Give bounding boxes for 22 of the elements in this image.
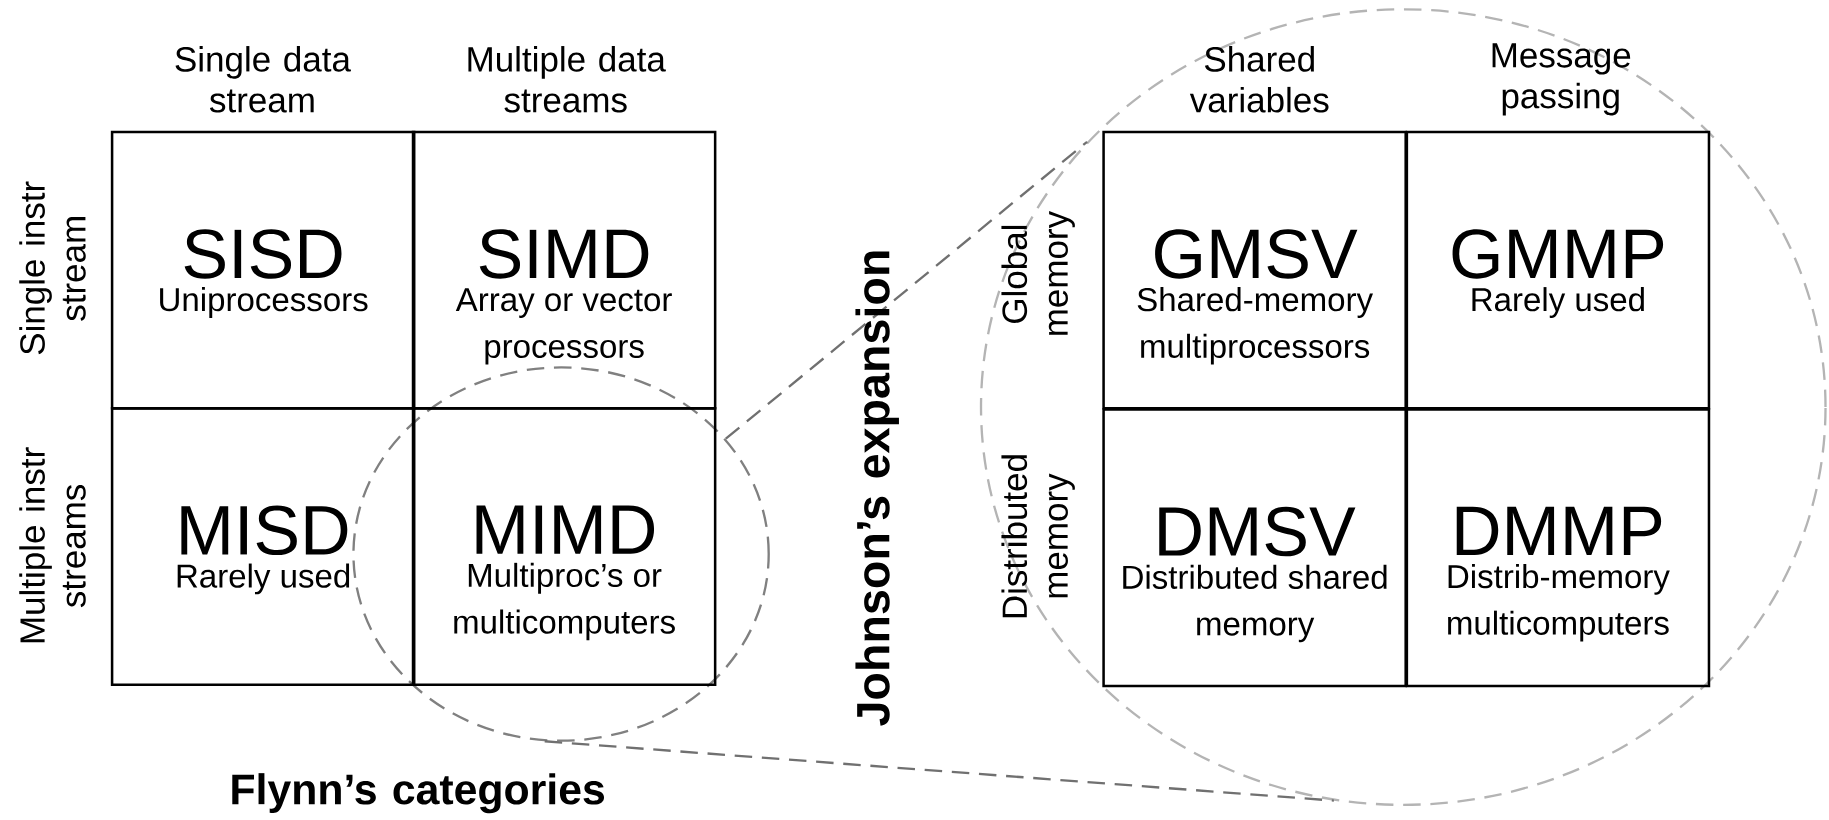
- axis-label: Multiple instr streams: [19, 447, 86, 643]
- dashed-line: [544, 740, 1334, 802]
- axis-label: Global memory: [1001, 211, 1075, 335]
- axis-label: Single data stream: [175, 46, 351, 113]
- grid-cell: GMMP Rarely used: [1405, 130, 1711, 410]
- grid-cell: DMMP Distrib-memory multicomputers: [1405, 408, 1711, 688]
- axis-label: Distributed memory: [1001, 455, 1075, 618]
- heading: Flynn’s categories: [232, 773, 605, 814]
- dashed-circle: [352, 366, 770, 742]
- grid-cell: SIMD Array or vector processors: [411, 130, 717, 410]
- grid-cell: MIMD Multiproc’s or multicomputers: [411, 407, 717, 687]
- axis-label: Message passing: [1492, 43, 1631, 116]
- axis-label: Multiple data streams: [468, 46, 666, 113]
- axis-label: Single instr stream: [19, 181, 86, 355]
- grid-cell: MISD Rarely used: [110, 407, 416, 687]
- grid-cell: DMSV Distributed shared memory: [1102, 408, 1407, 688]
- grid-cell: SISD Uniprocessors: [110, 130, 416, 410]
- axis-label: Shared variables: [1189, 46, 1329, 113]
- dashed-circle: [979, 8, 1827, 807]
- heading: Johnson’s expansion: [855, 251, 899, 726]
- grid-cell: GMSV Shared-memory multiprocessors: [1102, 130, 1407, 410]
- dashed-line: [725, 140, 1088, 440]
